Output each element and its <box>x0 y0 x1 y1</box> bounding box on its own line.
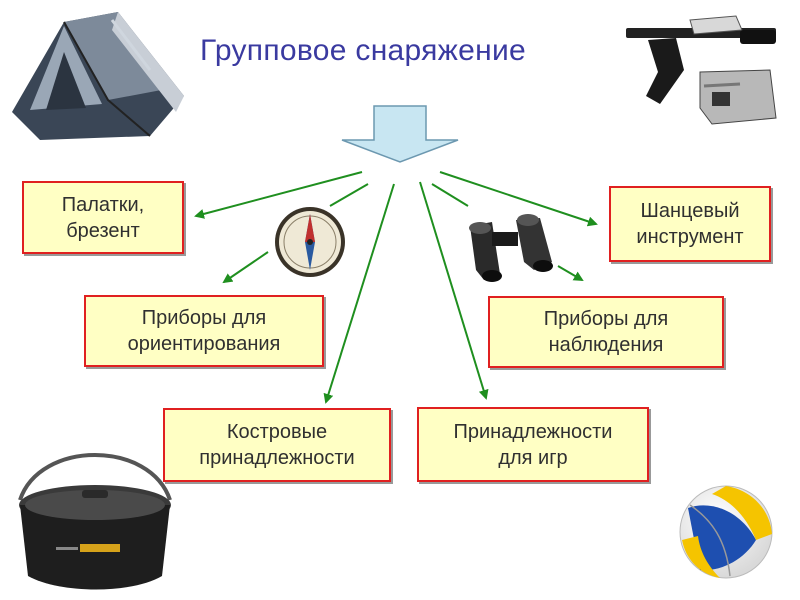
box-entrenching: Шанцевый инструмент <box>609 186 771 262</box>
box-campfire-line1: Костровые <box>226 421 328 443</box>
box-orientation-line2: ориентирования <box>127 333 281 355</box>
box-orientation-line1: Приборы для <box>141 307 267 329</box>
down-arrow <box>341 105 459 163</box>
box-orientation: Приборы для ориентирования <box>84 295 324 367</box>
arrow-to-compass <box>329 183 369 207</box>
box-games: Принадлежности для игр <box>417 407 649 482</box>
shovel-axe-image <box>626 15 777 125</box>
box-tents-line1: Палатки, <box>61 193 145 216</box>
arrow-to-games <box>419 181 489 400</box>
tent-image <box>12 12 184 140</box>
box-observation-line1: Приборы для <box>543 308 669 330</box>
arrow-to-tents <box>194 171 363 219</box>
compass-image <box>275 207 345 277</box>
pot-image <box>18 453 172 590</box>
box-tents-line2: брезент <box>66 219 140 242</box>
connector-arrows <box>194 171 598 404</box>
arrow-to-binoculars <box>431 183 469 207</box>
arrow-to-orientation <box>222 251 269 284</box>
box-entrenching-line2: инструмент <box>636 226 744 248</box>
box-observation: Приборы для наблюдения <box>488 296 724 368</box>
arrow-to-entrenching <box>439 171 598 227</box>
box-campfire: Костровые принадлежности <box>163 408 391 482</box>
arrow-to-observation <box>557 265 584 282</box>
box-tents: Палатки, брезент <box>22 181 184 254</box>
binoculars-image <box>469 214 553 282</box>
box-campfire-line2: принадлежности <box>199 447 355 469</box>
box-games-line2: для игр <box>498 446 568 469</box>
box-entrenching-line1: Шанцевый <box>640 200 740 222</box>
box-games-line1: Принадлежности <box>453 420 613 443</box>
box-observation-line2: наблюдения <box>548 334 664 356</box>
arrow-to-campfire <box>323 183 395 404</box>
page-title: Групповое снаряжение <box>200 34 526 67</box>
volleyball-image <box>679 485 773 579</box>
